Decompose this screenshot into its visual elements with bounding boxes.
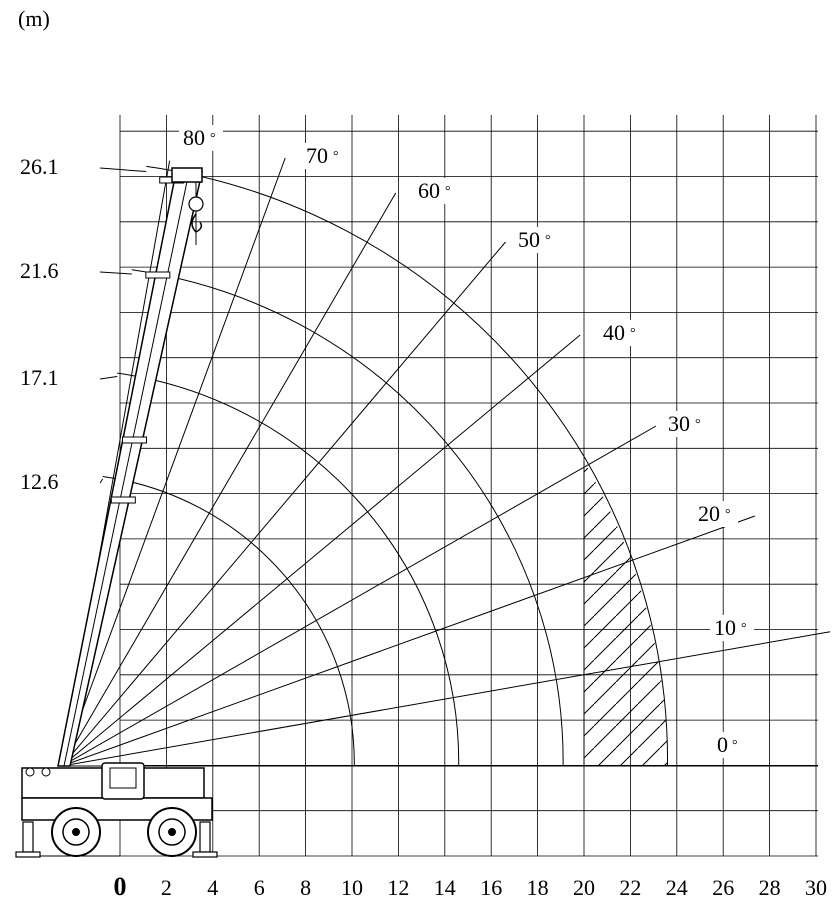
x-tick-label: 12 bbox=[387, 875, 409, 900]
wheel-hub bbox=[168, 828, 176, 836]
x-tick-label: 18 bbox=[527, 875, 549, 900]
outrigger-pad bbox=[192, 851, 218, 858]
angle-label: 10 bbox=[714, 615, 736, 640]
light-icon bbox=[25, 767, 35, 777]
unit-label: (m) bbox=[18, 6, 50, 31]
angle-label: 0 bbox=[717, 732, 728, 757]
boom-length-leader bbox=[99, 478, 104, 484]
boom-edge bbox=[63, 171, 190, 767]
x-tick-label: 20 bbox=[573, 875, 595, 900]
angle-label-bg bbox=[664, 411, 708, 437]
cab-window bbox=[109, 767, 137, 789]
angle-label: 60 bbox=[418, 178, 440, 203]
angle-label: 30 bbox=[668, 411, 690, 436]
hook-block bbox=[188, 196, 204, 212]
boom-length-leader bbox=[99, 376, 118, 380]
boom-length-leader bbox=[99, 271, 132, 275]
boom-section-collar bbox=[122, 436, 148, 444]
boom bbox=[57, 171, 203, 767]
angle-label: 80 bbox=[183, 125, 205, 150]
angle-label-bg bbox=[710, 615, 754, 641]
degree-symbol: ° bbox=[725, 507, 731, 522]
angle-ray bbox=[61, 157, 286, 767]
outrigger bbox=[199, 821, 211, 853]
boom-length-label: 12.6 bbox=[20, 469, 59, 494]
x-tick-label: 22 bbox=[619, 875, 641, 900]
crane-illustration bbox=[15, 167, 218, 858]
boom-arc bbox=[102, 476, 355, 767]
degree-symbol: ° bbox=[732, 738, 738, 753]
boom-length-leaders bbox=[99, 167, 147, 484]
angle-label-bg bbox=[713, 732, 745, 758]
x-tick-label: 30 bbox=[805, 875, 827, 900]
angle-label-bg bbox=[179, 125, 223, 151]
x-tick-label: 6 bbox=[254, 875, 265, 900]
x-tick-label: 24 bbox=[666, 875, 688, 900]
angle-rays bbox=[61, 157, 831, 767]
angle-label: 70 bbox=[306, 143, 328, 168]
outrigger-pad bbox=[15, 851, 41, 858]
x-tick-label: 0 bbox=[114, 872, 127, 901]
degree-symbol: ° bbox=[545, 233, 551, 248]
x-tick-label: 16 bbox=[480, 875, 502, 900]
degree-symbol: ° bbox=[210, 131, 216, 146]
hook-icon bbox=[191, 213, 203, 233]
degree-symbol: ° bbox=[445, 184, 451, 199]
x-tick-label: 10 bbox=[341, 875, 363, 900]
labels: 26.121.617.112.680°70°60°50°40°30°20°10°… bbox=[20, 125, 827, 901]
angle-ray bbox=[61, 515, 756, 767]
degree-symbol: ° bbox=[695, 417, 701, 432]
angle-label-bg bbox=[694, 501, 738, 527]
angle-label-bg bbox=[414, 178, 458, 204]
light-icon bbox=[41, 767, 51, 777]
boom-head bbox=[171, 167, 203, 183]
degree-symbol: ° bbox=[630, 326, 636, 341]
boom-section-collar bbox=[145, 271, 171, 279]
boom-arc bbox=[146, 165, 669, 767]
angle-label-bg bbox=[302, 143, 346, 169]
boom-arc bbox=[131, 269, 564, 767]
x-tick-label: 4 bbox=[207, 875, 218, 900]
degree-symbol: ° bbox=[741, 621, 747, 636]
x-tick-label: 14 bbox=[434, 875, 456, 900]
boom-length-label: 17.1 bbox=[20, 365, 59, 390]
angle-label: 40 bbox=[603, 320, 625, 345]
wheel-hub bbox=[72, 828, 80, 836]
degree-symbol: ° bbox=[333, 149, 339, 164]
boom-length-label: 21.6 bbox=[20, 258, 59, 283]
angle-label-bg bbox=[514, 227, 558, 253]
x-tick-label: 8 bbox=[300, 875, 311, 900]
boom-arcs bbox=[102, 165, 669, 767]
x-tick-label: 28 bbox=[759, 875, 781, 900]
boom-length-leader bbox=[99, 167, 147, 173]
angle-label-bg bbox=[599, 320, 643, 346]
angle-label: 20 bbox=[698, 501, 720, 526]
x-tick-label: 26 bbox=[712, 875, 734, 900]
boom-length-label: 26.1 bbox=[20, 154, 59, 179]
boom-arc bbox=[117, 372, 460, 767]
angle-ray bbox=[61, 631, 831, 767]
angle-label: 50 bbox=[518, 227, 540, 252]
angle-ray bbox=[61, 334, 581, 767]
outrigger bbox=[22, 821, 34, 853]
angle-ray bbox=[61, 241, 506, 767]
grid bbox=[20, 115, 818, 857]
x-tick-label: 2 bbox=[161, 875, 172, 900]
boom-section-collar bbox=[110, 496, 136, 504]
angle-ray bbox=[61, 425, 657, 767]
angle-ray bbox=[61, 192, 397, 767]
